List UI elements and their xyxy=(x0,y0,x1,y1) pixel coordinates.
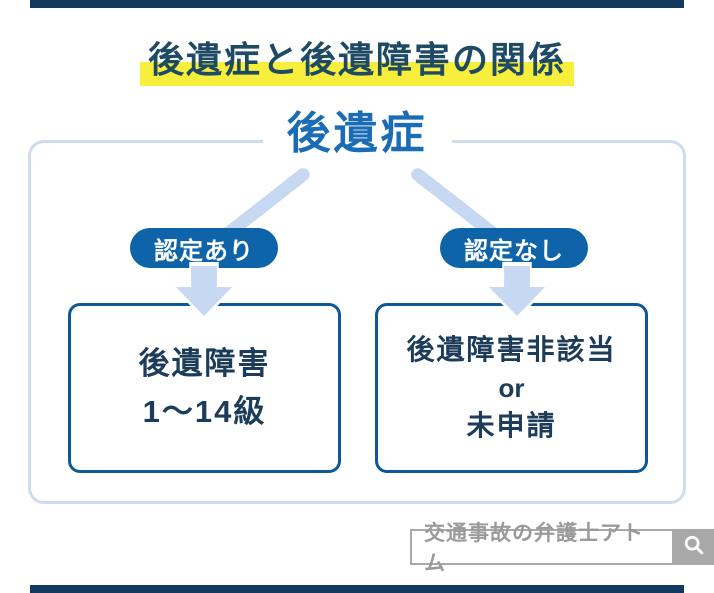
brand-label: 交通事故の弁護士アトム xyxy=(410,522,675,575)
result-box-line: 後遺障害 xyxy=(138,346,271,381)
result-box-not-certified: 後遺障害非該当 or 未申請 xyxy=(375,303,648,473)
badge-certified: 認定あり xyxy=(130,228,278,268)
brand-search-bar: 交通事故の弁護士アトム xyxy=(410,522,714,575)
badge-not-certified: 認定なし xyxy=(440,228,588,268)
result-box-line: 未申請 xyxy=(466,410,557,441)
heading-row: 後遺症 xyxy=(0,108,714,160)
main-heading: 後遺症 xyxy=(262,108,452,160)
bottom-decor-bar xyxy=(30,585,684,593)
result-box-line: 後遺障害非該当 xyxy=(406,334,617,365)
result-box-line: 1〜14級 xyxy=(142,394,267,429)
result-box-certified: 後遺障害 1〜14級 xyxy=(68,303,341,473)
result-box-line: or xyxy=(498,373,525,403)
down-arrow-icon-right xyxy=(485,262,549,320)
down-arrow-icon-left xyxy=(172,262,236,320)
down-arrow-shape xyxy=(176,266,232,316)
title-row: 後遺症と後遺障害の関係 xyxy=(0,36,714,86)
page-title: 後遺症と後遺障害の関係 xyxy=(139,36,574,86)
down-arrow-shape xyxy=(489,266,545,316)
search-button xyxy=(674,529,714,565)
top-decor-bar xyxy=(30,0,684,8)
search-icon xyxy=(683,534,705,561)
